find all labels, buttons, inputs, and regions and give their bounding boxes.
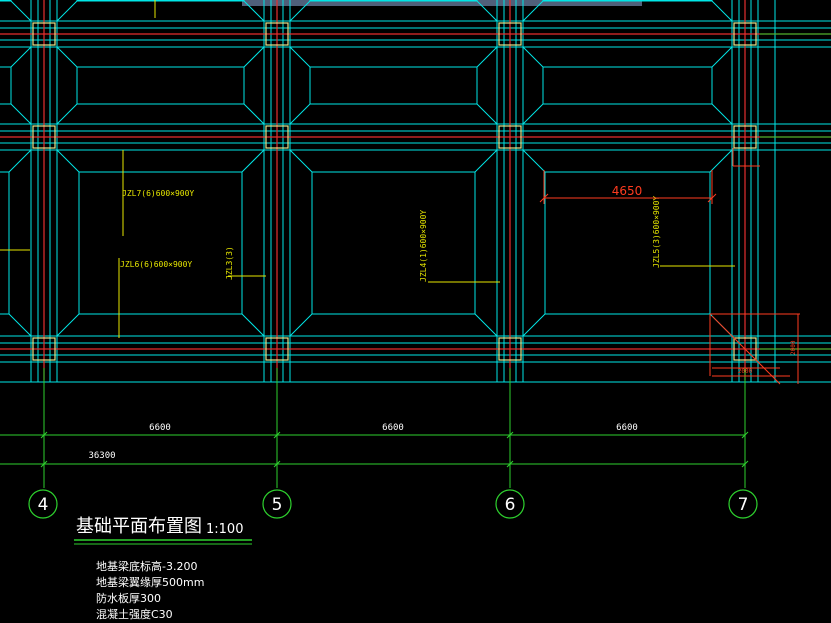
viewport-bar (242, 0, 642, 6)
axis-bubble-6 (495, 489, 525, 519)
beam-label-jzl6: JZL6(6)600×900Y (120, 260, 192, 269)
panel-bevel (522, 313, 546, 337)
note-1: 地基梁底标高-3.200 (96, 559, 197, 573)
highlight-dimension (539, 170, 717, 204)
panel-bevel (289, 46, 311, 68)
panel-bevel (56, 149, 80, 173)
panel-bevel (8, 149, 32, 173)
slab-panel (542, 0, 713, 2)
column (32, 125, 56, 149)
beam-label-jzl5: JZL5(3)600×900Y (652, 196, 661, 268)
note-4: 混凝土强度C30 (96, 607, 173, 621)
column (498, 337, 522, 361)
panel-bevel (241, 149, 265, 173)
column (498, 22, 522, 46)
foundation-beams (0, 0, 831, 383)
column (32, 337, 56, 361)
column-detail-dimension (709, 148, 800, 385)
note-2: 地基梁翼缘厚500mm (96, 575, 204, 589)
panel-bevel (474, 149, 498, 173)
span-dim-4-5: 6600 (149, 423, 171, 433)
panel-bevel (289, 0, 311, 22)
highlight-dimension-value: 4650 (612, 184, 643, 198)
panel-bevel (56, 103, 78, 125)
panel-bevel (711, 46, 733, 68)
panel-bevel (476, 103, 498, 125)
column (733, 22, 757, 46)
panel-bevel (241, 313, 265, 337)
slab-panel (542, 66, 713, 105)
panel-bevel (243, 46, 265, 68)
axis-bubble-5 (262, 489, 292, 519)
slab-panel (76, 66, 245, 105)
panel-bevel (10, 103, 32, 125)
panel-bevel (522, 149, 546, 173)
panel-bevel (476, 0, 498, 22)
panel-bevel (711, 0, 733, 22)
slab-panel (544, 171, 711, 315)
slab-panel (309, 66, 478, 105)
beam-label-jzl7: JZL7(6)600×900Y (122, 189, 194, 198)
panel-bevel (243, 0, 265, 22)
beam-label-leaders (118, 150, 735, 338)
span-dim-5-6: 6600 (382, 423, 404, 433)
total-dim: 36300 (88, 451, 115, 461)
column (733, 337, 757, 361)
axis-bubble-4 (28, 489, 58, 519)
drawing-scale: 1:100 (206, 522, 243, 537)
column (265, 22, 289, 46)
slab-panel (311, 171, 476, 315)
panel-bevel (289, 103, 311, 125)
slab-panel (0, 0, 12, 2)
panel-bevel (476, 46, 498, 68)
axis-bubble-7 (728, 489, 758, 519)
column (498, 125, 522, 149)
column (733, 125, 757, 149)
panel-bevel (474, 313, 498, 337)
panel-bevel (10, 0, 32, 22)
column (32, 22, 56, 46)
beam-label-jzl4: JZL4(1)600×900Y (419, 210, 428, 282)
panel-bevel (8, 313, 32, 337)
grid-axis-lines (0, 0, 831, 380)
panel-bevel (243, 103, 265, 125)
slab-panel (0, 171, 10, 315)
panel-bevel (10, 46, 32, 68)
small-dim-vertical: 2000 (790, 340, 797, 355)
panel-bevel (709, 149, 733, 173)
slab-panel (76, 0, 245, 2)
slab-panel (0, 66, 12, 105)
axis-label-7: 7 (738, 495, 749, 515)
column (265, 125, 289, 149)
note-3: 防水板厚300 (96, 591, 161, 605)
columns (32, 22, 757, 361)
drawing-title: 基础平面布置图 (76, 516, 202, 537)
panel-bevel (56, 0, 78, 22)
grid-axis-bubbles (28, 489, 758, 519)
dimension-lines (0, 0, 831, 488)
panel-bevel (522, 0, 544, 22)
span-dim-6-7: 6600 (616, 423, 638, 433)
panel-bevel (56, 313, 80, 337)
panel-bevel (522, 103, 544, 125)
panel-bevel (56, 46, 78, 68)
slab-panel (78, 171, 243, 315)
column (265, 337, 289, 361)
beam-label-jzl3: JZL3(3) (225, 246, 234, 280)
panel-bevel (522, 46, 544, 68)
panel-bevel (289, 149, 313, 173)
axis-label-6: 6 (505, 495, 516, 515)
axis-label-5: 5 (272, 495, 283, 515)
small-dim-horizontal: 2000 (738, 368, 753, 375)
slab-panel (309, 0, 478, 2)
axis-label-4: 4 (38, 495, 49, 515)
panel-bevel (711, 103, 733, 125)
panel-bevel (289, 313, 313, 337)
